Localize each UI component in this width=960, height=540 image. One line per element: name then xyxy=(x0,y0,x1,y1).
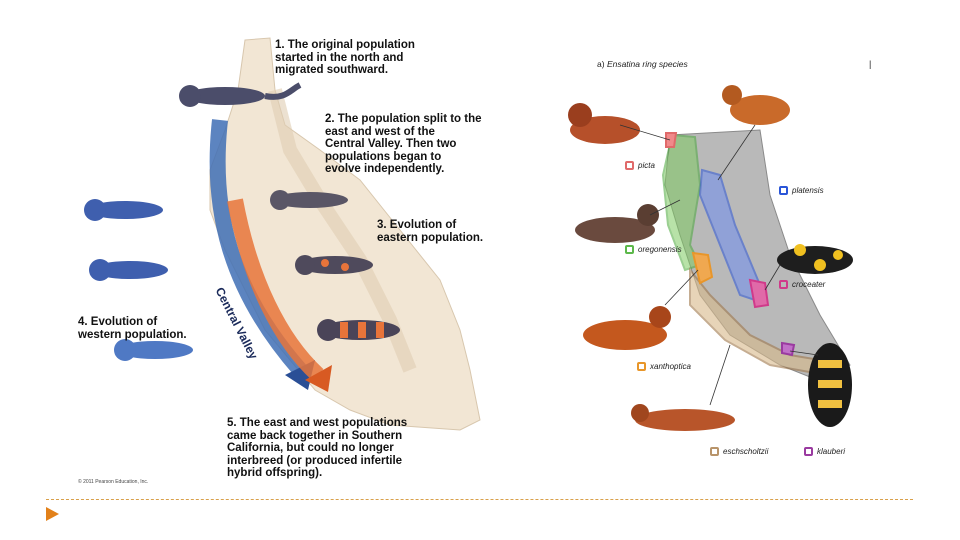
legend-oregonensis: oregonensis xyxy=(625,245,682,254)
figure-title: a) Ensatina ring species xyxy=(597,59,688,69)
salamander-picta xyxy=(568,103,671,144)
figure-title-text: Ensatina ring species xyxy=(606,59,688,69)
legend-swatch-oregonensis xyxy=(625,245,634,254)
legend-croceater: croceater xyxy=(779,280,825,289)
salamander-west-2 xyxy=(89,259,168,281)
legend-label-xanthoptica: xanthoptica xyxy=(650,362,691,371)
eastern-arrowhead xyxy=(305,365,332,392)
step-3-text: 3. Evolution of eastern population. xyxy=(377,219,484,244)
eastern-migration-arrow xyxy=(227,198,324,381)
legend-swatch-xanthoptica xyxy=(637,362,646,371)
salamander-east-1 xyxy=(270,190,348,210)
salamander-croceater xyxy=(764,244,853,291)
panel-divider-mark: | xyxy=(869,59,872,69)
step-2-text: 2. The population split to the east and … xyxy=(325,113,482,175)
salamander-eschscholtzii xyxy=(631,344,735,431)
salamander-platensis xyxy=(717,85,790,181)
legend-swatch-eschscholtzii xyxy=(710,447,719,456)
legend-xanthoptica: xanthoptica xyxy=(637,362,691,371)
salamander-east-3 xyxy=(317,319,400,341)
step-4-text: 4. Evolution of western population. xyxy=(78,316,187,341)
legend-swatch-klauberi xyxy=(804,447,813,456)
copyright-text: © 2011 Pearson Education, Inc. xyxy=(78,479,149,485)
ensatina-range-map xyxy=(568,85,853,431)
salamander-west-3 xyxy=(114,339,193,361)
range-klauberi xyxy=(781,341,796,357)
legend-label-platensis: platensis xyxy=(792,186,824,195)
legend-label-klauberi: klauberi xyxy=(817,447,846,456)
legend-klauberi: klauberi xyxy=(804,447,845,456)
legend-label-eschscholtzii: eschscholtzii xyxy=(723,447,769,456)
step-1-text: 1. The original population started in th… xyxy=(275,39,415,76)
salamander-klauberi xyxy=(789,343,852,427)
range-xanthoptica xyxy=(691,251,714,285)
legend-label-oregonensis: oregonensis xyxy=(638,245,682,254)
salamander-west-1 xyxy=(84,199,163,221)
western-migration-arrow xyxy=(209,119,307,376)
panel-letter: a) xyxy=(597,59,605,69)
range-picta xyxy=(665,132,678,148)
range-croceater xyxy=(748,278,770,309)
legend-swatch-croceater xyxy=(779,280,788,289)
legend-picta: picta xyxy=(625,161,655,170)
play-arrow-icon[interactable] xyxy=(46,507,59,521)
legend-swatch-platensis xyxy=(779,186,788,195)
footer-divider xyxy=(46,499,913,500)
california-map-illustration xyxy=(84,37,481,431)
legend-eschscholtzii: eschscholtzii xyxy=(710,447,768,456)
legend-swatch-picta xyxy=(625,161,634,170)
legend-label-picta: picta xyxy=(638,161,655,170)
legend-label-croceater: croceater xyxy=(792,280,826,289)
salamander-xanthoptica xyxy=(583,269,699,350)
legend-platensis: platensis xyxy=(779,186,824,195)
salamander-east-2 xyxy=(295,255,373,275)
salamander-original xyxy=(179,82,302,107)
step-5-text: 5. The east and west populations came ba… xyxy=(227,417,408,479)
salamander-oregonensis xyxy=(575,199,681,243)
